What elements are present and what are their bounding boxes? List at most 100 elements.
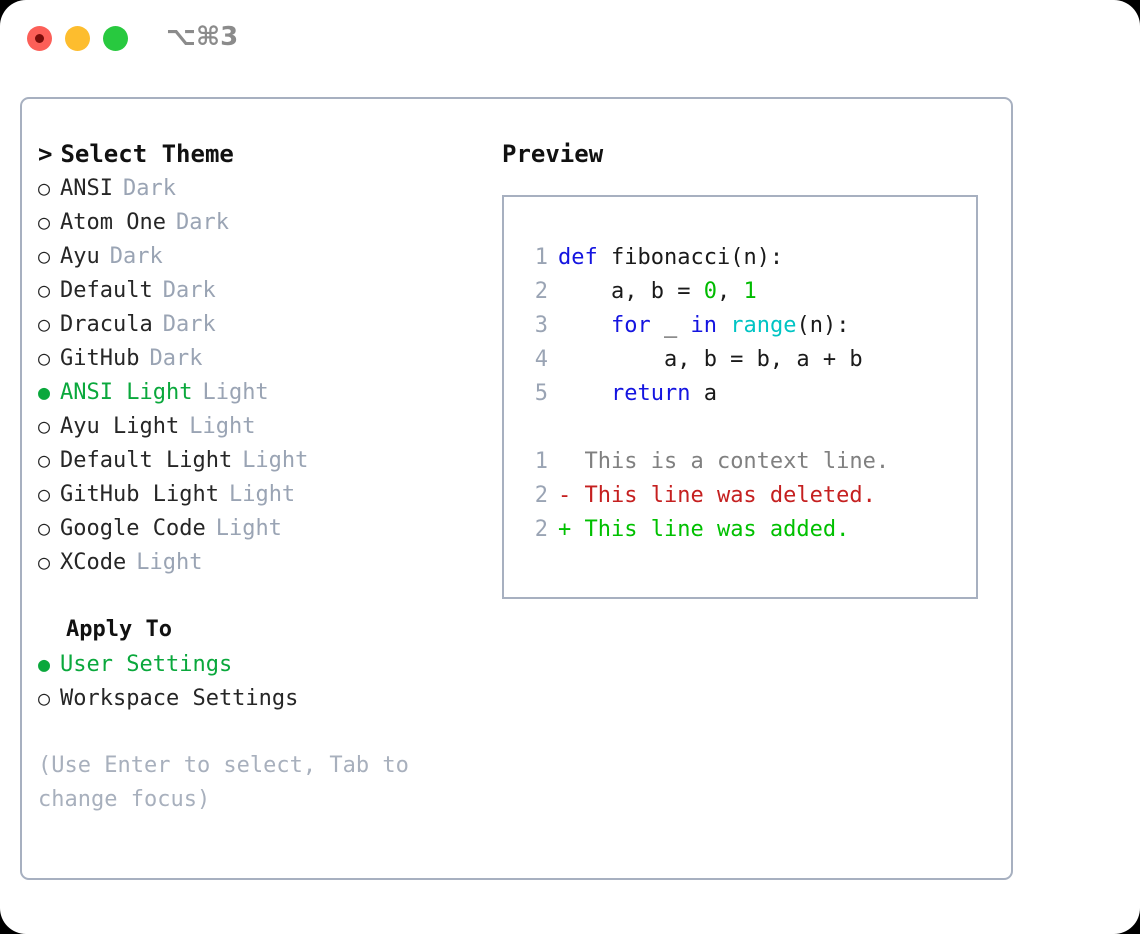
apply-to-option-label: User Settings — [60, 652, 233, 677]
code-token: def — [558, 245, 598, 270]
select-theme-heading-label: Select Theme — [60, 140, 234, 168]
radio-unselected-icon: ○ — [38, 516, 51, 540]
theme-option-variant-tag: Dark — [175, 210, 229, 235]
code-line-number: 4 — [534, 347, 548, 372]
theme-option[interactable]: ○ Atom One Dark — [38, 205, 488, 239]
code-line: 2 a, b = 0, 1 — [518, 275, 976, 309]
apply-to-option[interactable]: ○ Workspace Settings — [38, 681, 488, 715]
theme-option-variant-tag: Dark — [109, 244, 163, 269]
code-token: a, b = — [558, 279, 704, 304]
code-token: a — [690, 381, 717, 406]
radio-selected-icon: ● — [38, 652, 51, 676]
theme-option-label: GitHub Light — [60, 482, 219, 507]
theme-option-label: Ayu Light — [60, 414, 180, 439]
theme-option[interactable]: ○ GitHub Light Light — [38, 477, 488, 511]
radio-unselected-icon: ○ — [38, 244, 51, 268]
theme-option-label: ANSI Light — [60, 380, 193, 405]
theme-option[interactable]: ○ GitHub Dark — [38, 341, 488, 375]
radio-unselected-icon: ○ — [38, 686, 51, 710]
theme-option-label: GitHub — [60, 346, 140, 371]
theme-option[interactable]: ○ Ayu Light Light — [38, 409, 488, 443]
theme-option-variant-tag: Dark — [162, 278, 216, 303]
radio-unselected-icon: ○ — [38, 346, 51, 370]
diff-line: 1 This is a context line. — [518, 445, 976, 479]
diff-line-number: 2 — [534, 483, 548, 508]
minimize-button[interactable] — [65, 26, 90, 51]
close-button[interactable] — [27, 26, 52, 51]
code-line-number: 2 — [534, 279, 548, 304]
theme-option-variant-tag: Dark — [162, 312, 216, 337]
code-token: 0 — [703, 279, 717, 304]
radio-unselected-icon: ○ — [38, 482, 51, 506]
theme-option[interactable]: ● ANSI Light Light — [38, 375, 488, 409]
theme-option-label: Default — [60, 278, 153, 303]
diff-line: 2- This line was deleted. — [518, 479, 976, 513]
code-token: range — [730, 313, 797, 338]
theme-option-variant-tag: Light — [202, 380, 269, 405]
code-line: 5 return a — [518, 377, 976, 411]
code-token: _ — [650, 313, 691, 338]
code-token: fibonacci(n): — [597, 245, 784, 270]
apply-to-option-label: Workspace Settings — [60, 686, 299, 711]
theme-option[interactable]: ○ Google Code Light — [38, 511, 488, 545]
theme-option-label: XCode — [60, 550, 127, 575]
code-line: 3 for _ in range(n): — [518, 309, 976, 343]
code-token: 1 — [743, 279, 757, 304]
code-token — [717, 313, 730, 338]
code-line-number: 5 — [534, 381, 548, 406]
theme-option-variant-tag: Dark — [149, 346, 203, 371]
theme-option[interactable]: ○ Dracula Dark — [38, 307, 488, 341]
spacer — [38, 715, 488, 749]
preview-title: Preview — [502, 140, 604, 168]
title-bar: ⌥⌘3 — [0, 0, 1140, 78]
code-line-content: a, b = 0, 1 — [558, 275, 757, 309]
theme-option-variant-tag: Light — [189, 414, 256, 439]
maximize-button[interactable] — [103, 26, 128, 51]
radio-selected-icon: ● — [38, 380, 51, 404]
theme-option-label: Dracula — [60, 312, 153, 337]
radio-unselected-icon: ○ — [38, 312, 51, 336]
theme-option-variant-tag: Light — [228, 482, 296, 507]
diff-line: 2+ This line was added. — [518, 513, 976, 547]
theme-option-label: Atom One — [60, 210, 166, 235]
diff-marker: - — [558, 483, 572, 508]
radio-unselected-icon: ○ — [38, 210, 51, 234]
theme-option-variant-tag: Light — [215, 516, 282, 541]
code-line-content: return a — [558, 377, 717, 411]
radio-unselected-icon: ○ — [38, 414, 51, 438]
theme-option[interactable]: ○ XCode Light — [38, 545, 488, 579]
diff-sample: 1 This is a context line.2- This line wa… — [518, 445, 976, 547]
radio-unselected-icon: ○ — [38, 176, 51, 200]
spacer — [518, 411, 976, 445]
caret-icon: > — [38, 140, 53, 168]
diff-line-content: This line was added. — [571, 517, 850, 542]
radio-unselected-icon: ○ — [38, 278, 51, 302]
radio-unselected-icon: ○ — [38, 448, 51, 472]
theme-option[interactable]: ○ Default Dark — [38, 273, 488, 307]
diff-line-content: This is a context line. — [571, 449, 890, 474]
diff-line-number: 1 — [534, 449, 548, 474]
theme-option-label: Google Code — [60, 516, 206, 541]
diff-line-content: This line was deleted. — [571, 483, 876, 508]
select-theme-heading: >Select Theme — [38, 137, 488, 171]
radio-unselected-icon: ○ — [38, 550, 51, 574]
traffic-light-buttons — [27, 26, 128, 51]
code-token: in — [690, 313, 717, 338]
apply-to-option[interactable]: ● User Settings — [38, 647, 488, 681]
apply-to-list: ● User Settings ○ Workspace Settings — [38, 647, 488, 715]
code-line: 4 a, b = b, a + b — [518, 343, 976, 377]
apply-to-heading: Apply To — [66, 617, 172, 642]
theme-option-variant-tag: Dark — [122, 176, 176, 201]
theme-option-variant-tag: Light — [136, 550, 203, 575]
